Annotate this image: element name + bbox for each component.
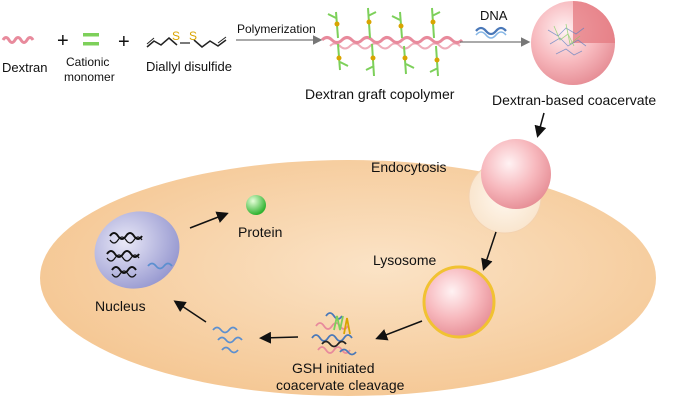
protein-label: Protein (238, 224, 282, 240)
cationic-label-line1: Cationic (66, 55, 109, 69)
dextran-icon (1, 36, 35, 44)
dna-strand-icon (475, 26, 507, 36)
lysosome-label: Lysosome (373, 252, 437, 268)
cationic-label-line2: monomer (64, 70, 115, 84)
diallyl-disulfide-structure (146, 36, 227, 48)
arrow-to-endocytosis (534, 112, 547, 138)
copolymer-backbone (320, 36, 464, 44)
copolymer-backbone-2 (329, 42, 461, 50)
dna-label: DNA (480, 8, 508, 23)
cationic-monomer-icon (83, 33, 99, 46)
diallyl-label: Diallyl disulfide (146, 59, 232, 74)
arrow-to-lysosome (481, 231, 497, 271)
protein-sphere (246, 195, 266, 215)
gsh-label-line2: coacervate cleavage (276, 377, 405, 393)
sulfur-atom-2: S (189, 29, 197, 43)
dna-strand-icon-2 (475, 31, 507, 39)
cleaved-polymer-fragments (311, 312, 357, 356)
arrow-to-cleavage (375, 320, 423, 341)
coacervate-label: Dextran-based coacervate (492, 92, 656, 108)
plus-sign-2: + (118, 31, 130, 53)
coacervate-sphere (531, 1, 615, 85)
released-dna-icon (212, 326, 243, 354)
endocytosis-label: Endocytosis (371, 159, 446, 175)
sulfur-atom-1: S (172, 29, 180, 43)
nucleus-label: Nucleus (95, 298, 146, 314)
endocytosed-coacervate (481, 139, 551, 209)
nucleus-graphic (94, 211, 180, 289)
plus-sign-1: + (57, 30, 69, 52)
copolymer-graphic (320, 7, 464, 77)
gsh-label-line1: GSH initiated (292, 360, 374, 376)
arrow-to-protein (189, 211, 229, 229)
lysosome-sphere (422, 265, 496, 339)
arrow-to-nucleus (173, 300, 207, 323)
polymerization-label: Polymerization (237, 22, 316, 36)
dextran-label: Dextran (2, 60, 48, 75)
arrow-to-released-dna (259, 331, 299, 344)
copolymer-label: Dextran graft copolymer (305, 86, 455, 102)
